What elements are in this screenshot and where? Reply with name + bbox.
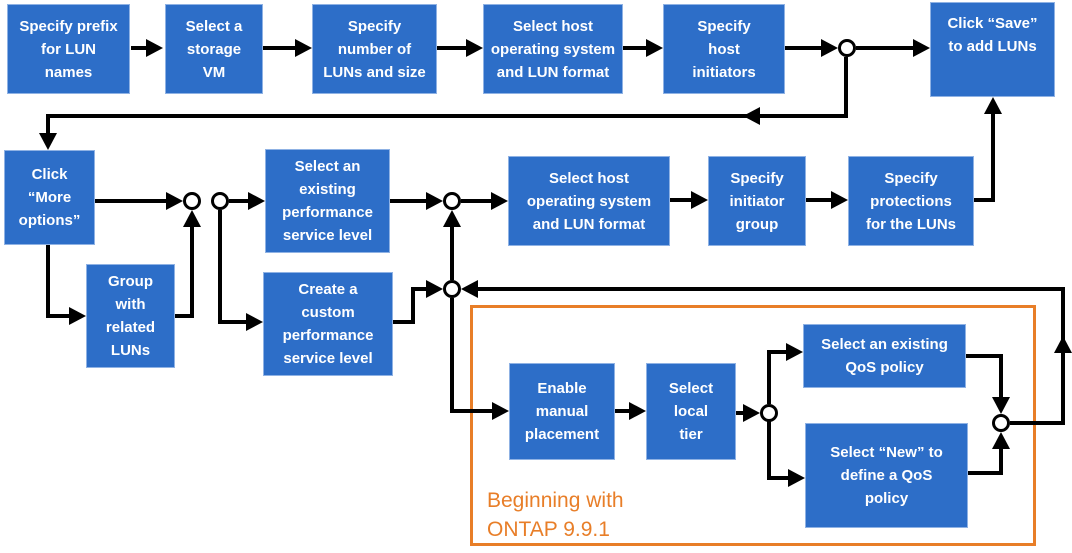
junction-circle — [443, 280, 461, 298]
arrowhead-right — [246, 313, 263, 331]
connector-v — [1061, 287, 1065, 425]
arrowhead-up — [992, 432, 1010, 449]
connector-h — [95, 199, 166, 203]
arrowhead-right — [491, 192, 508, 210]
connector-v — [411, 287, 415, 324]
connector-h — [806, 198, 831, 202]
arrowhead-right — [821, 39, 838, 57]
node-select-existing-psl: Select an existing performance service l… — [265, 149, 390, 253]
connector-h — [966, 354, 1003, 358]
arrowhead-down — [39, 133, 57, 150]
connector-h — [767, 350, 786, 354]
node-specify-initiator-group: Specify initiator group — [708, 156, 806, 246]
connector-h — [450, 409, 492, 413]
arrowhead-right — [146, 39, 163, 57]
connector-h — [175, 314, 194, 318]
node-click-more-options: Click “More options” — [4, 150, 95, 245]
arrowhead-right — [831, 191, 848, 209]
arrowhead-right — [295, 39, 312, 57]
node-specify-number-of-luns: Specify number of LUNs and size — [312, 4, 437, 94]
connector-v — [218, 210, 222, 322]
node-select-local-tier: Select local tier — [646, 363, 736, 460]
connector-v — [450, 298, 454, 413]
connector-h — [856, 46, 913, 50]
node-create-custom-psl: Create a custom performance service leve… — [263, 272, 393, 376]
connector-h — [263, 46, 295, 50]
arrowhead-right — [629, 402, 646, 420]
node-select-new-qos: Select “New” to define a QoS policy — [805, 423, 968, 528]
connector-h — [131, 46, 146, 50]
connector-h — [393, 320, 415, 324]
node-enable-manual-placement: Enable manual placement — [509, 363, 615, 460]
arrowhead-right — [166, 192, 183, 210]
connector-v — [767, 352, 771, 404]
arrowhead-right — [69, 307, 86, 325]
arrowhead-up — [183, 210, 201, 227]
connector-v — [991, 112, 995, 200]
arrowhead-right — [646, 39, 663, 57]
connector-h — [229, 199, 248, 203]
arrowhead-right — [492, 402, 509, 420]
connector-v — [844, 57, 848, 116]
connector-h — [461, 199, 491, 203]
node-select-host-os-mid: Select host operating system and LUN for… — [508, 156, 670, 246]
arrowhead-right — [691, 191, 708, 209]
node-select-existing-qos: Select an existing QoS policy — [803, 324, 966, 388]
connector-v — [46, 114, 50, 136]
ontap-991-region — [470, 305, 1036, 546]
junction-circle — [211, 192, 229, 210]
connector-v — [190, 227, 194, 318]
arrowhead-right — [788, 469, 805, 487]
connector-v — [46, 245, 50, 318]
connector-h — [736, 411, 743, 415]
arrowhead-right — [426, 280, 443, 298]
connector-v — [450, 227, 454, 280]
connector-h — [968, 471, 1003, 475]
arrowhead-right — [786, 343, 803, 361]
connector-h — [615, 409, 629, 413]
arrowhead-right — [466, 39, 483, 57]
connector-h — [390, 199, 426, 203]
arrowhead-right — [913, 39, 930, 57]
connector-h — [767, 476, 788, 480]
connector-h — [974, 198, 995, 202]
node-select-storage-vm: Select a storage VM — [165, 4, 263, 94]
junction-circle — [992, 414, 1010, 432]
junction-circle — [443, 192, 461, 210]
connector-v — [999, 354, 1003, 397]
arrowhead-right — [743, 404, 760, 422]
arrowhead-left — [461, 280, 478, 298]
node-select-host-os-top: Select host operating system and LUN for… — [483, 4, 623, 94]
connector-v — [767, 421, 771, 478]
connector-h — [623, 46, 646, 50]
connector-h — [46, 314, 70, 318]
arrowhead-up — [1054, 336, 1072, 353]
node-specify-prefix: Specify prefix for LUN names — [7, 4, 130, 94]
arrowhead-down — [992, 397, 1010, 414]
node-specify-protections: Specify protections for the LUNs — [848, 156, 974, 246]
arrowhead-right — [248, 192, 265, 210]
arrowhead-left — [743, 107, 760, 125]
connector-h — [785, 46, 821, 50]
connector-v — [999, 449, 1003, 473]
arrowhead-up — [443, 210, 461, 227]
connector-h — [411, 287, 426, 291]
connector-h — [46, 114, 848, 118]
junction-circle — [838, 39, 856, 57]
connector-h — [437, 46, 466, 50]
arrowhead-up — [984, 97, 1002, 114]
node-click-save: Click “Save” to add LUNs — [930, 2, 1055, 97]
node-group-related-luns: Group with related LUNs — [86, 264, 175, 368]
arrowhead-right — [426, 192, 443, 210]
junction-circle — [760, 404, 778, 422]
junction-circle — [183, 192, 201, 210]
connector-h — [1010, 421, 1065, 425]
node-specify-host-initiators: Specify host initiators — [663, 4, 785, 94]
connector-h — [670, 198, 691, 202]
connector-h — [218, 320, 246, 324]
ontap-991-callout: Beginning with ONTAP 9.9.1 — [487, 489, 624, 541]
connector-h — [478, 287, 1065, 291]
